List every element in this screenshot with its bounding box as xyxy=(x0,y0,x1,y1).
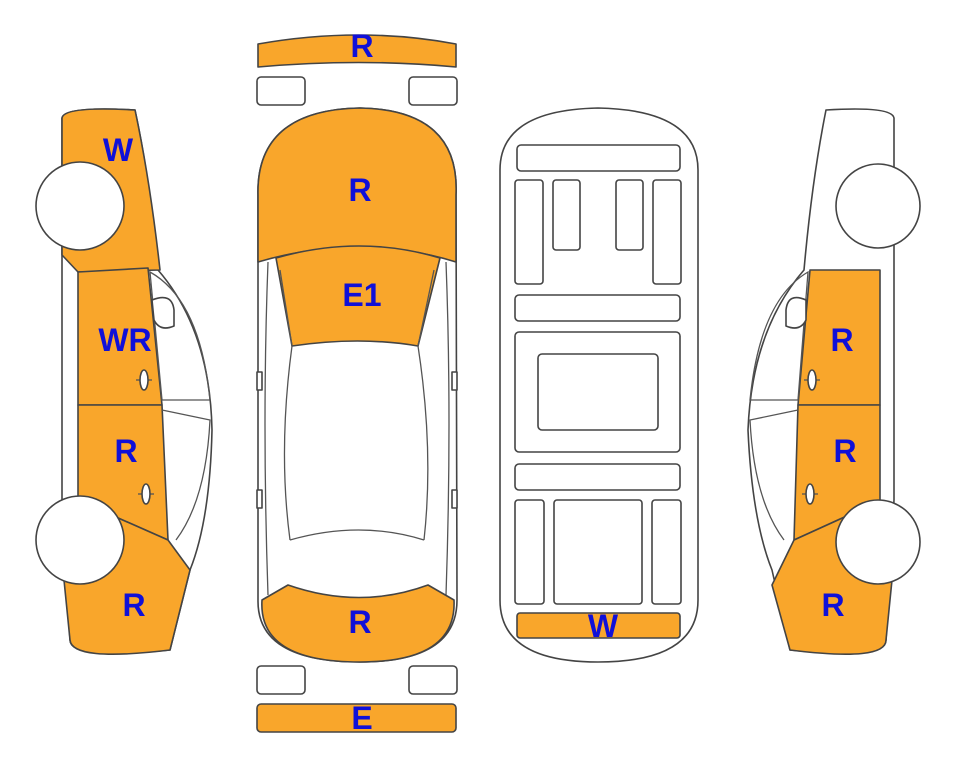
right-rear-door-label: R xyxy=(833,433,856,469)
left-front-handle xyxy=(136,369,152,391)
top-view: R R E1 R E xyxy=(256,28,458,736)
under-rear-panel[interactable] xyxy=(516,612,681,639)
right-quarter-label: R xyxy=(821,587,844,623)
left-front-fender-label: W xyxy=(103,132,134,168)
top-right-window xyxy=(445,261,450,596)
rear-bumper-panel[interactable] xyxy=(256,703,457,733)
front-bumper-label: R xyxy=(350,28,373,64)
under-spare-well xyxy=(553,499,643,605)
rear-right-light xyxy=(408,665,458,695)
left-window-rear xyxy=(161,409,211,541)
left-front-wheel xyxy=(35,161,125,251)
left-front-door-label: WR xyxy=(98,322,151,358)
windshield-label: E1 xyxy=(342,277,381,313)
left-mirror xyxy=(256,371,263,391)
right-side-view: R R R xyxy=(747,108,921,656)
underbody-view: W xyxy=(499,107,699,663)
top-left-window-inner xyxy=(279,269,293,541)
right-front-wheel xyxy=(835,163,921,249)
windshield-panel[interactable] xyxy=(275,245,441,347)
under-rear-label: W xyxy=(588,608,619,644)
under-right-mount xyxy=(615,179,644,251)
right-front-door-label: R xyxy=(830,322,853,358)
left-side-view: W WR R R xyxy=(35,108,213,656)
under-front-bar xyxy=(516,144,681,172)
under-right-rail xyxy=(652,179,682,285)
left-mirror-side xyxy=(151,296,175,329)
right-rear-handle xyxy=(802,483,818,505)
under-left-mount xyxy=(552,179,581,251)
left-handle xyxy=(256,489,263,509)
left-rear-door-label: R xyxy=(114,433,137,469)
left-quarter-label: R xyxy=(122,587,145,623)
front-left-light xyxy=(256,76,306,106)
rear-bumper-label: E xyxy=(351,700,372,736)
left-window-front xyxy=(149,270,211,401)
top-left-window xyxy=(264,261,269,596)
left-rear-handle xyxy=(138,483,154,505)
hood-label: R xyxy=(348,172,371,208)
roof-rear-line xyxy=(289,529,425,541)
right-front-handle xyxy=(804,369,820,391)
rear-deck-panel[interactable] xyxy=(261,584,455,663)
under-crossmember-rear xyxy=(514,463,681,491)
top-right-window-inner xyxy=(417,269,435,541)
right-rear-wheel xyxy=(835,499,921,585)
right-handle xyxy=(451,489,458,509)
under-left-rail xyxy=(514,179,544,285)
under-crossmember-front xyxy=(514,294,681,322)
front-right-light xyxy=(408,76,458,106)
right-mirror-side xyxy=(785,296,807,329)
rear-deck-label: R xyxy=(348,604,371,640)
left-rear-wheel xyxy=(35,495,125,585)
right-window-rear xyxy=(749,409,799,541)
under-rear-left-rail xyxy=(514,499,545,605)
rear-left-light xyxy=(256,665,306,695)
front-bumper-panel[interactable] xyxy=(257,34,457,68)
under-rear-right-rail xyxy=(651,499,682,605)
under-floor-pan xyxy=(537,353,659,431)
right-window-front xyxy=(749,270,809,401)
right-mirror xyxy=(451,371,458,391)
